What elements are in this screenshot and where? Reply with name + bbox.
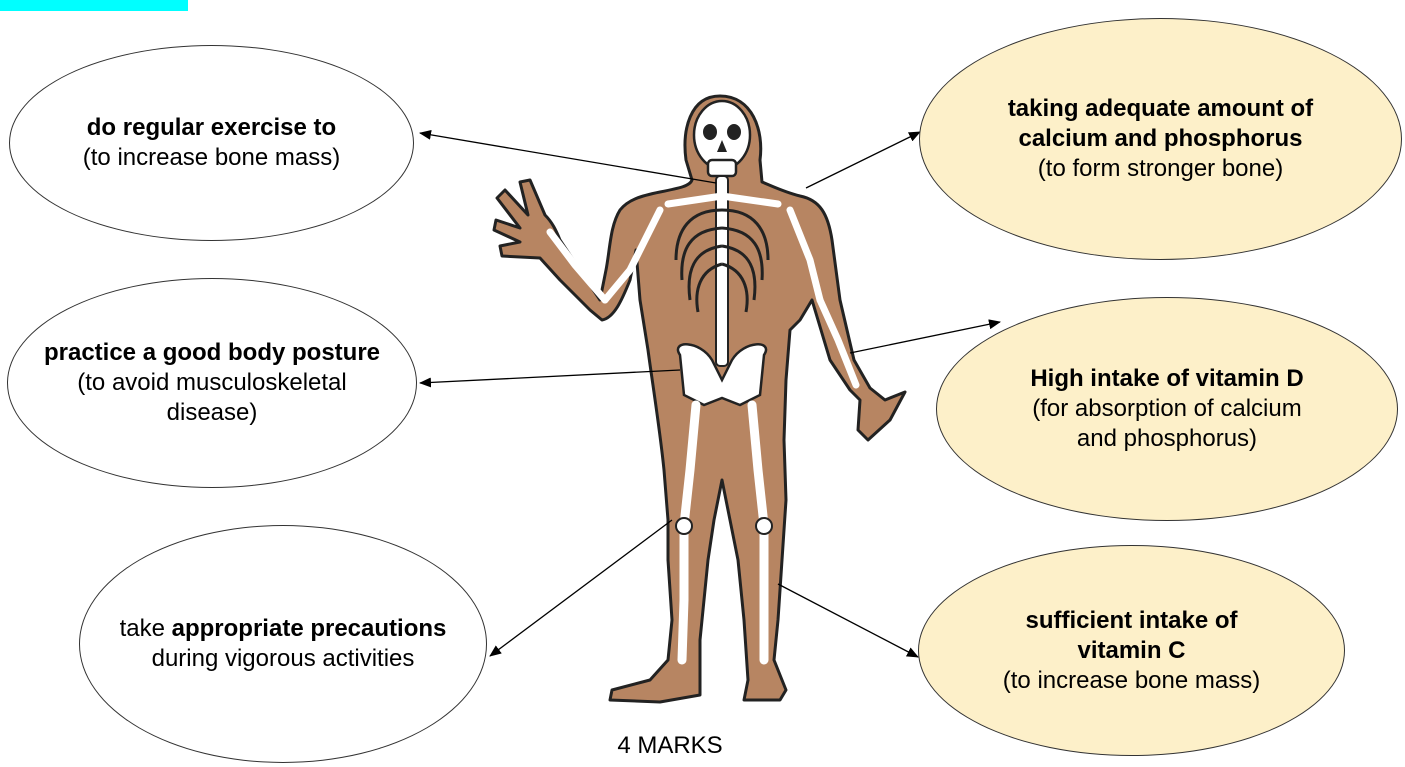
- calcium-bubble: taking adequate amount of calcium and ph…: [919, 18, 1402, 260]
- vitamin-c-bold: sufficient intake of vitamin C: [1025, 607, 1237, 664]
- marks-label: 4 MARKS: [540, 732, 800, 760]
- precautions-pre: take: [120, 615, 172, 642]
- vitamin-d-bold: High intake of vitamin D: [1030, 365, 1303, 392]
- calcium-bold: taking adequate amount of calcium and ph…: [1008, 95, 1313, 152]
- posture-bubble: practice a good body posture (to avoid m…: [7, 278, 417, 488]
- exercise-bubble: do regular exercise to (to increase bone…: [9, 45, 414, 241]
- precautions-normal: during vigorous activities: [152, 645, 415, 672]
- precautions-bold: appropriate precautions: [172, 615, 447, 642]
- posture-normal: (to avoid musculoskeletal disease): [77, 369, 346, 426]
- vitamin-c-normal: (to increase bone mass): [1003, 667, 1260, 694]
- posture-bold: practice a good body posture: [44, 339, 380, 366]
- vitamin-c-bubble: sufficient intake of vitamin C (to incre…: [918, 545, 1345, 756]
- calcium-normal: (to form stronger bone): [1038, 155, 1283, 182]
- vitamin-d-bubble: High intake of vitamin D (for absorption…: [936, 297, 1398, 521]
- vitamin-d-normal: (for absorption of calcium and phosphoru…: [1032, 395, 1301, 452]
- precautions-bubble: take appropriate precautions during vigo…: [79, 525, 487, 763]
- exercise-normal: (to increase bone mass): [83, 144, 340, 171]
- exercise-bold: do regular exercise to: [87, 114, 336, 141]
